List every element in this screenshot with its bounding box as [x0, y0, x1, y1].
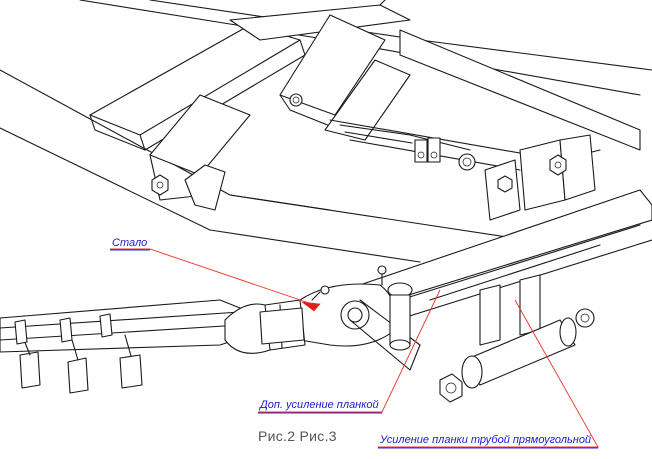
clamp-icon — [414, 137, 476, 171]
label-stalo: Стало — [112, 237, 147, 249]
annotation-stalo: Стало — [110, 237, 321, 312]
tine-icon — [14, 319, 28, 345]
cotter-pin-icon — [311, 285, 330, 301]
label-reinforcement-plate: Доп. усиление планкой — [258, 399, 379, 411]
hitch-pin-icon — [387, 282, 413, 351]
chain-linkage — [0, 299, 306, 394]
frame-bolts — [151, 93, 567, 196]
annotation-reinforcement-plate: Доп. усиление планкой — [258, 289, 441, 414]
figure-caption: Рис.2 Рис.3 — [258, 428, 337, 444]
tine-icon — [59, 317, 73, 343]
nut-icon — [549, 154, 567, 176]
tine-icon — [119, 334, 143, 389]
annotation-reinforcement-tube: Усиление планки трубой прямоугольной — [378, 299, 599, 449]
bolt-head-icon — [289, 93, 303, 107]
cotter-pin-icon — [377, 265, 387, 286]
hydraulic-cylinder-icon — [439, 308, 595, 403]
label-reinforcement-tube: Усиление планки трубой прямоугольной — [379, 434, 591, 446]
weld-marker-icon — [300, 301, 321, 312]
nut-icon — [497, 175, 513, 193]
drawbar-assembly — [299, 189, 652, 403]
tine-icon — [67, 339, 89, 394]
frame-structure — [0, 0, 652, 263]
bolt-head-icon — [151, 174, 169, 196]
tine-icon — [99, 313, 113, 338]
tine-icon — [19, 339, 41, 389]
